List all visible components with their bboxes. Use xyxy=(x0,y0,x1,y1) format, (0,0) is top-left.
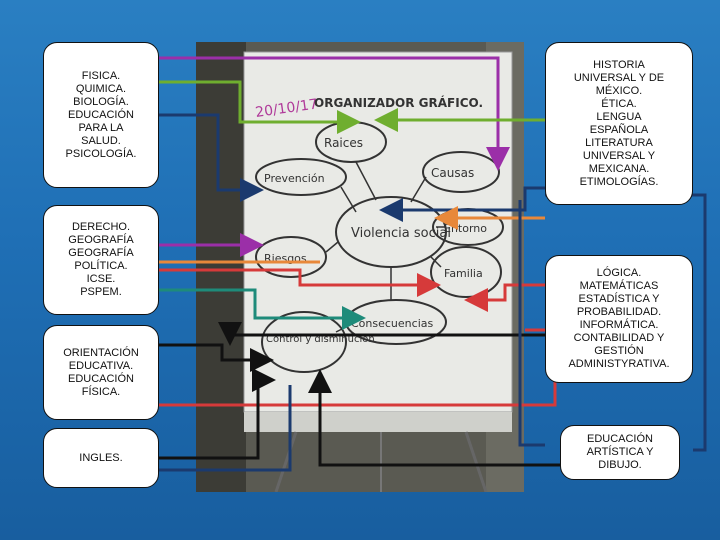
node-raices-label: Raices xyxy=(324,136,363,150)
node-control xyxy=(261,311,347,373)
box-history-subjects: HISTORIA UNIVERSAL Y DE MÉXICO. ÉTICA. L… xyxy=(545,42,693,205)
box-arts-subjects: EDUCACIÓN ARTÍSTICA Y DIBUJO. xyxy=(560,425,680,480)
connector-teal-lawgeo-consecuencias xyxy=(159,288,366,330)
node-riesgos xyxy=(255,236,327,278)
node-consecuencias-label: Consecuencias xyxy=(351,317,433,330)
connector-navy-science-prevencion xyxy=(159,113,264,202)
node-familia-label: Familia xyxy=(444,267,483,280)
node-causas-label: Causas xyxy=(431,166,474,180)
connector-black-arts-control xyxy=(308,369,560,467)
board-title: ORGANIZADOR GRÁFICO. xyxy=(314,95,483,110)
box-orientation-subjects: ORIENTACIÓN EDUCATIVA. EDUCACIÓN FÍSICA. xyxy=(43,325,159,420)
connector-black-logic-control xyxy=(218,322,545,346)
connector-red-lawgeo-familia xyxy=(159,268,441,297)
node-prevencion xyxy=(255,158,347,196)
connector-black-english-control xyxy=(159,368,276,460)
node-center-label: Violencia social xyxy=(351,226,451,241)
connector-black-orientation-control xyxy=(159,343,274,372)
connector-navy-english xyxy=(159,385,292,472)
box-english-subject: INGLES. xyxy=(43,428,159,488)
box-law-geography-subjects: DERECHO. GEOGRAFÍA GEOGRAFÍA POLÍTICA. I… xyxy=(43,205,159,315)
node-prevencion-label: Prevención xyxy=(264,172,325,185)
node-causas xyxy=(422,151,500,193)
connector-red-orientation-control xyxy=(159,328,557,407)
box-science-subjects: FISICA. QUIMICA. BIOLOGÍA. EDUCACIÓN PAR… xyxy=(43,42,159,188)
connector-navy-arts-center xyxy=(518,200,545,447)
connector-purple-science-causas xyxy=(159,56,510,171)
box-logic-math-subjects: LÓGICA. MATEMÁTICAS ESTADÍSTICA Y PROBAB… xyxy=(545,255,693,383)
connector-green-science-raices xyxy=(159,80,361,134)
connector-red-logic-consecuencias xyxy=(464,283,545,312)
